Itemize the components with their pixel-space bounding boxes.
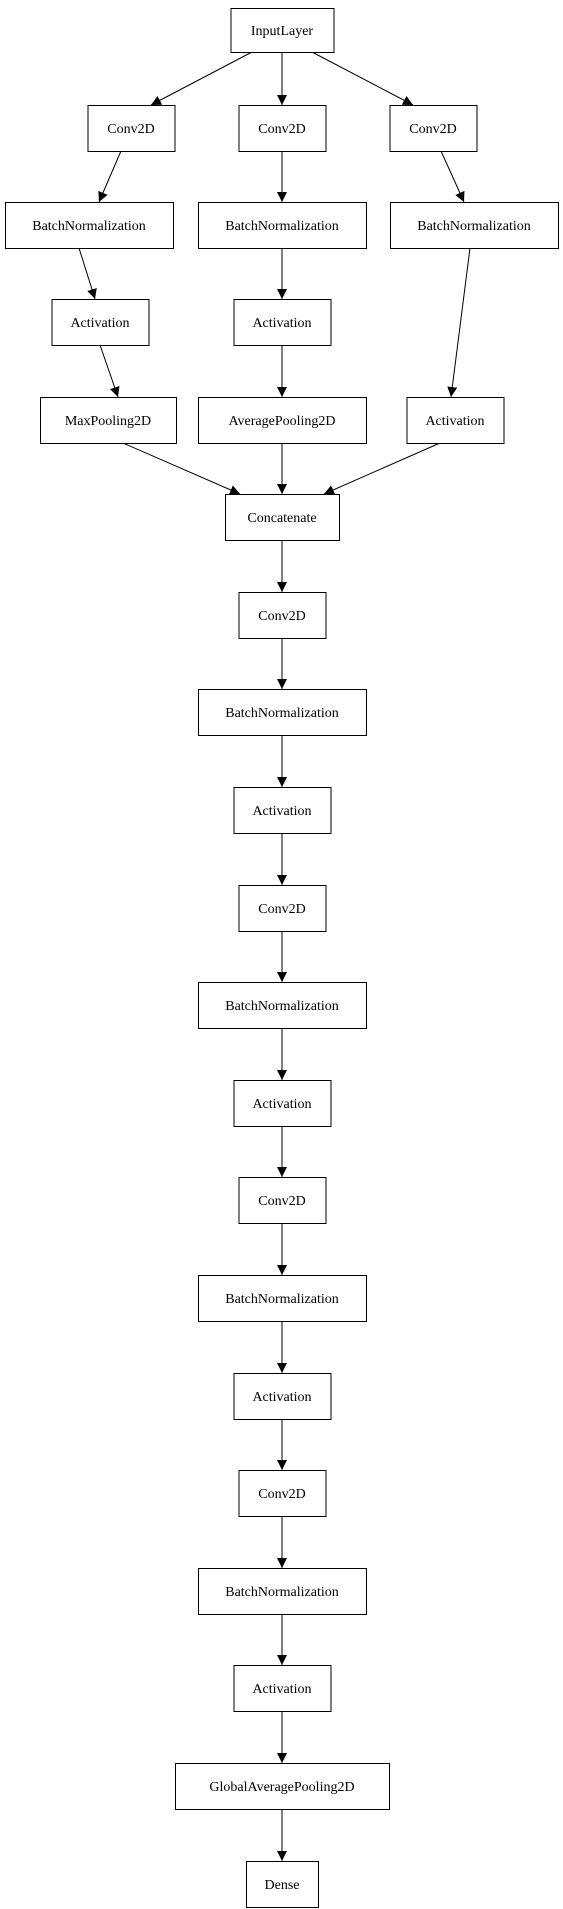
edge-bn-a-to-act-a [78, 247, 97, 300]
node-label: MaxPooling2D [65, 414, 151, 429]
node-bn-a: BatchNormalization [5, 202, 174, 249]
node-box [198, 1568, 367, 1615]
node-label: Activation [252, 1390, 311, 1405]
node-box [238, 885, 327, 932]
node-act-3: Activation [233, 1373, 332, 1420]
node-label: BatchNormalization [32, 219, 146, 234]
node-bn-4: BatchNormalization [198, 1568, 367, 1615]
node-conv-4: Conv2D [238, 1470, 327, 1517]
node-box [198, 1275, 367, 1322]
edge-bn-c-to-act-c [447, 247, 471, 398]
edge-act-c-to-concat [323, 442, 441, 495]
node-box [198, 397, 367, 444]
node-box [225, 494, 340, 541]
node-label: Activation [252, 1097, 311, 1112]
node-box [389, 105, 478, 152]
node-box [175, 1763, 390, 1810]
node-label: Dense [265, 1878, 300, 1893]
node-label: Conv2D [258, 1194, 305, 1209]
node-label: GlobalAveragePooling2D [209, 1780, 354, 1795]
edge-conv-c-to-bn-c [440, 150, 465, 203]
node-act-1: Activation [233, 787, 332, 834]
node-label: Conv2D [107, 122, 154, 137]
node-conv-a: Conv2D [87, 105, 176, 152]
node-conv-3: Conv2D [238, 1177, 327, 1224]
node-maxpool: MaxPooling2D [40, 397, 177, 444]
node-label: Conv2D [258, 122, 305, 137]
node-act-c: Activation [406, 397, 505, 444]
node-box [238, 592, 327, 639]
node-label: BatchNormalization [225, 999, 339, 1014]
edge-input-to-conv-a [150, 51, 253, 106]
node-box [230, 8, 335, 53]
node-label: Conv2D [258, 902, 305, 917]
node-conv-1: Conv2D [238, 592, 327, 639]
node-box [233, 1080, 332, 1127]
node-box [233, 1373, 332, 1420]
node-label: BatchNormalization [225, 219, 339, 234]
node-act-2: Activation [233, 1080, 332, 1127]
node-label: InputLayer [251, 24, 314, 39]
node-box [198, 689, 367, 736]
node-box [198, 982, 367, 1029]
node-box [5, 202, 174, 249]
node-bn-b: BatchNormalization [198, 202, 367, 249]
node-label: Conv2D [258, 1487, 305, 1502]
node-box [406, 397, 505, 444]
node-box [87, 105, 176, 152]
node-bn-1: BatchNormalization [198, 689, 367, 736]
node-concat: Concatenate [225, 494, 340, 541]
node-box [198, 202, 367, 249]
edge-input-to-conv-c [311, 51, 414, 106]
node-box [51, 299, 150, 346]
node-box [233, 299, 332, 346]
node-label: Activation [252, 1682, 311, 1697]
node-label: BatchNormalization [225, 1292, 339, 1307]
node-input: InputLayer [230, 8, 335, 53]
node-box [238, 105, 327, 152]
node-label: Conv2D [409, 122, 456, 137]
node-box [238, 1177, 327, 1224]
node-bn-3: BatchNormalization [198, 1275, 367, 1322]
node-box [238, 1470, 327, 1517]
node-label: Conv2D [258, 609, 305, 624]
edge-maxpool-to-concat [122, 442, 241, 495]
edge-act-a-to-maxpool [99, 344, 120, 398]
node-label: Activation [252, 804, 311, 819]
node-box [390, 202, 559, 249]
node-label: BatchNormalization [417, 219, 531, 234]
node-label: AveragePooling2D [228, 414, 335, 429]
node-act-b: Activation [233, 299, 332, 346]
node-conv-2: Conv2D [238, 885, 327, 932]
edge-conv-a-to-bn-a [98, 150, 122, 203]
node-label: Activation [252, 316, 311, 331]
node-dense: Dense [246, 1861, 319, 1908]
node-box [40, 397, 177, 444]
node-conv-b: Conv2D [238, 105, 327, 152]
node-gap: GlobalAveragePooling2D [175, 1763, 390, 1810]
node-conv-c: Conv2D [389, 105, 478, 152]
node-bn-2: BatchNormalization [198, 982, 367, 1029]
node-label: BatchNormalization [225, 1585, 339, 1600]
node-box [246, 1861, 319, 1908]
edges [78, 51, 471, 1861]
node-label: Concatenate [247, 511, 316, 526]
node-act-a: Activation [51, 299, 150, 346]
node-act-4: Activation [233, 1665, 332, 1712]
node-box [233, 787, 332, 834]
node-label: Activation [70, 316, 129, 331]
node-bn-c: BatchNormalization [390, 202, 559, 249]
node-box [233, 1665, 332, 1712]
node-avgpool: AveragePooling2D [198, 397, 367, 444]
node-label: Activation [425, 414, 484, 429]
node-label: BatchNormalization [225, 706, 339, 721]
